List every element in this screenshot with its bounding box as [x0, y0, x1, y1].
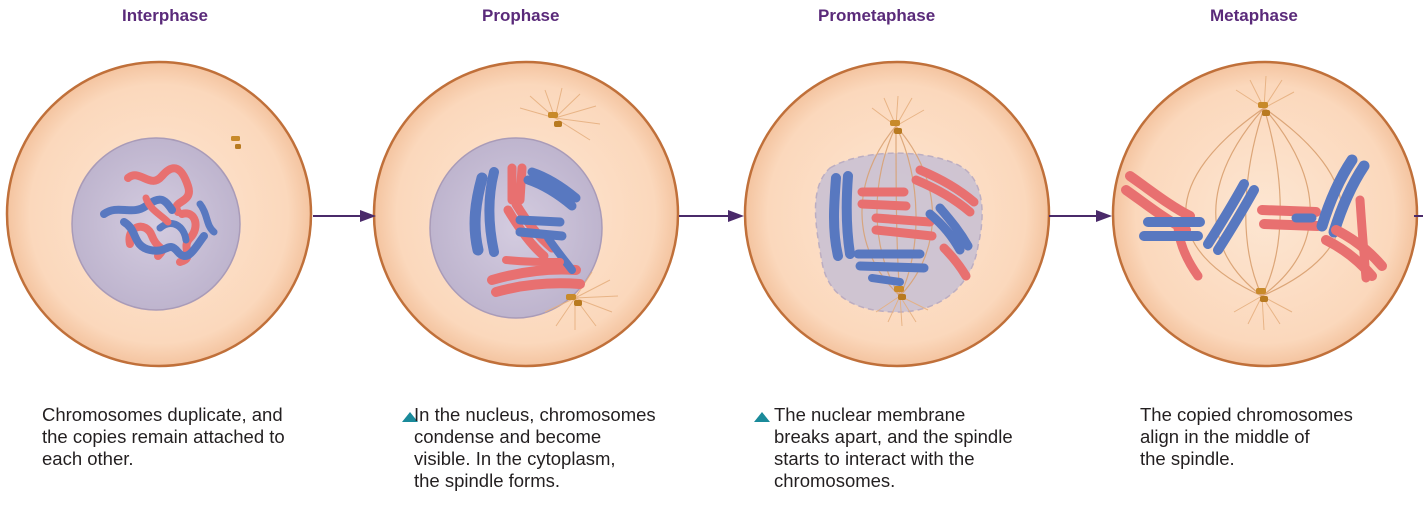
arrow-prophase-to-prometaphase [679, 210, 744, 222]
cell-prophase [374, 62, 678, 366]
caption-prophase: In the nucleus, chromosomes condense and… [414, 404, 656, 492]
caption-interphase: Chromosomes duplicate, and the copies re… [42, 404, 285, 470]
bullet-triangle-icon [754, 412, 770, 422]
cell-interphase [7, 62, 311, 366]
mitosis-diagram [0, 0, 1423, 400]
arrow-prometaphase-to-metaphase [1049, 210, 1112, 222]
cell-prometaphase [745, 62, 1049, 366]
caption-metaphase: The copied chromosomes align in the midd… [1140, 404, 1353, 470]
caption-prometaphase: The nuclear membrane breaks apart, and t… [774, 404, 1013, 492]
nucleus [72, 138, 240, 310]
arrow-interphase-to-prophase [313, 210, 376, 222]
cell-metaphase [1113, 62, 1417, 366]
